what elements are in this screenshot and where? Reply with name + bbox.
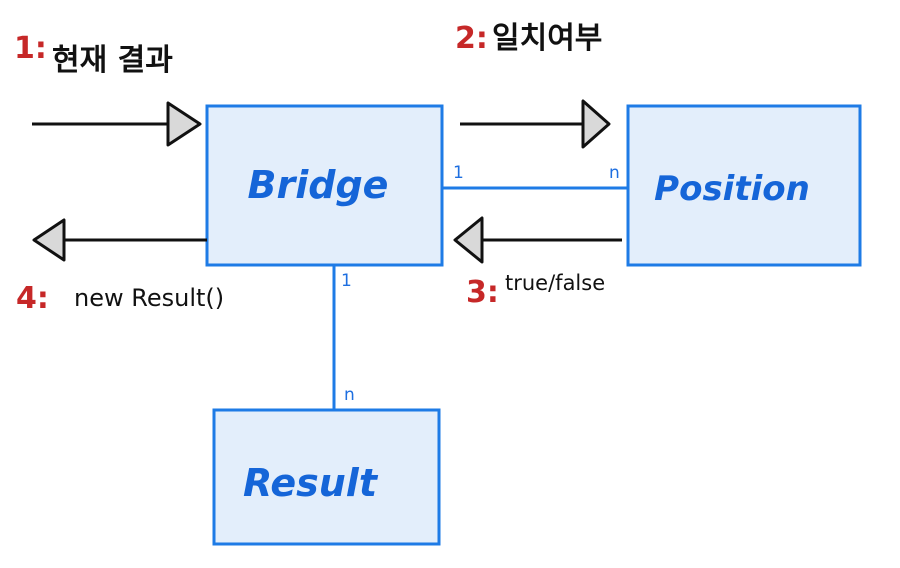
result-label: Result [243,461,379,505]
result-box: Result [212,408,441,546]
arrow-step-4 [32,218,207,262]
step-2-label: 2: 일치여부 [455,21,602,56]
step-4-text: new Result() [74,284,224,312]
bridge-label: Bridge [248,163,389,207]
step-2-number: 2: [455,21,488,56]
arrow-step-1 [32,101,202,147]
position-label: Position [654,169,810,209]
position-box: Position [626,104,862,267]
multiplicity-bridge-end-right: 1 [453,163,464,183]
arrow-step-2 [460,99,611,149]
step-3-label: 3: true/false [466,271,605,310]
step-4-label: 4: new Result() [16,281,224,316]
multiplicity-bridge-end-bottom: 1 [341,271,352,291]
step-1-text: 현재 결과 [52,43,173,78]
step-2-text: 일치여부 [492,21,602,56]
multiplicity-position-end: n [609,163,620,183]
multiplicity-result-end: n [344,385,355,405]
step-3-number: 3: [466,275,499,310]
arrow-step-3 [453,216,622,264]
step-1-label: 1: 현재 결과 [14,31,173,78]
bridge-box: Bridge [205,104,444,267]
step-1-number: 1: [14,31,47,66]
step-3-text: true/false [505,271,605,295]
step-4-number: 4: [16,281,49,316]
